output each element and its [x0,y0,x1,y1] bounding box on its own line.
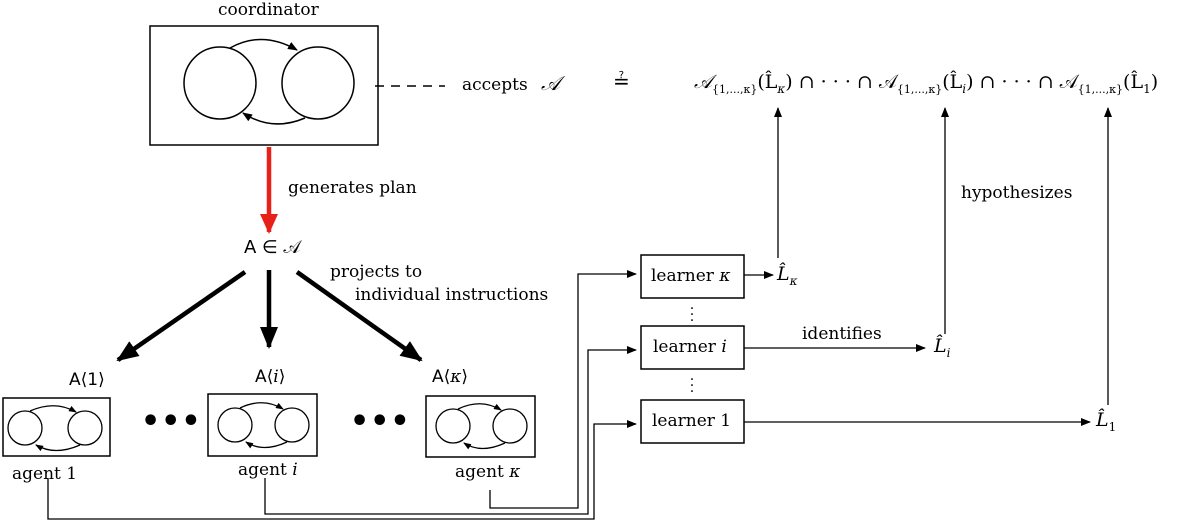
agent-label-1: agent 1 [12,464,78,484]
hypothesis-kappa-sub: κ [789,273,798,288]
instruction-label-i: A⟨i⟩ [255,367,285,387]
generates-plan-label: generates plan [288,178,417,198]
hypothesizes-label: hypothesizes [961,183,1073,203]
formula-close: ) [1150,71,1159,93]
hypothesis-i-sub: i [946,345,951,360]
hypothesis-i-symbol: L̂ [934,335,947,357]
hypothesis-kappa-symbol: L̂ [777,263,790,285]
instruction-kappa-close: ⟩ [461,367,469,387]
hypothesis-1: L̂1 [1096,410,1116,437]
instruction-kappa-prefix: A⟨ [432,367,451,387]
hypothesis-kappa: L̂κ [777,264,798,291]
accepts-label: accepts [462,75,528,95]
instruction-label-kappa: A⟨κ⟩ [432,367,468,387]
agent-i-var: i [292,460,298,480]
agent-i-prefix: agent [238,460,293,480]
query-equals-symbol: ≟ [613,69,630,93]
identifies-label: identifies [802,324,882,344]
formula-cap-1: ) ∩ · · · ∩ 𝒜 [785,71,897,93]
formula-set-kappa: 𝒜 [694,71,712,93]
instruction-kappa-var: κ [450,367,462,387]
instruction-i-close: ⟩ [278,367,286,387]
agent-kappa-box [425,395,536,458]
project-arrow-1 [116,270,247,362]
formula-arg-i-sub: i [962,81,967,96]
learner-kappa-box [640,254,745,299]
learners-vdots-bottom: ··· [689,372,695,400]
formula-index-kappa: {1,...,κ} [711,82,758,96]
learner-i-prefix: learner [653,337,722,357]
learner-label-i: learner i [653,337,727,357]
formula-arg-i: (L̂ [942,71,963,93]
projects-label-line2: individual instructions [355,285,549,305]
formula-index-1: {1,...,κ} [1077,82,1124,96]
agent-1-box [2,397,111,457]
hypothesis-i: L̂i [934,336,950,363]
formula-arg-1: (L̂ [1123,71,1144,93]
acceptance-formula: 𝒜{1,...,κ}(L̂κ) ∩ · · · ∩ 𝒜{1,...,κ}(L̂i… [694,72,1158,100]
learner-kappa-prefix: learner [651,266,720,286]
agent-kappa-prefix: agent [455,462,510,482]
learners-vdots-top: ··· [689,301,695,329]
learner-label-kappa: learner κ [651,266,730,286]
plan-label: A ∈ 𝒜 [244,237,301,258]
learner-i-var: i [721,337,727,357]
instruction-i-prefix: A⟨ [255,367,274,387]
formula-index-i: {1,...,κ} [896,82,943,96]
agent-automata [7,402,528,452]
agents-ellipsis-left: ••• [141,404,202,439]
hypothesis-1-sub: 1 [1108,419,1117,434]
projects-label-line1: projects to [330,262,423,282]
agent-label-kappa: agent κ [455,462,520,482]
accepted-set-symbol: 𝒜 [541,71,560,95]
hypothesis-1-symbol: L̂ [1096,409,1109,431]
coordinator-automaton [183,38,355,125]
agent-label-i: agent i [238,460,298,480]
agent-i-box [207,393,318,457]
agent-to-learner-wires [47,270,637,520]
formula-arg-kappa-sub: κ [777,81,786,96]
instruction-label-1: A⟨1⟩ [69,370,105,390]
coordinator-title: coordinator [218,0,319,20]
instruction-i-var: i [273,367,279,387]
learner-kappa-var: κ [719,266,731,286]
project-arrow-kappa [295,270,423,362]
learner-label-1: learner 1 [652,411,732,431]
formula-cap-2: ) ∩ · · · ∩ 𝒜 [966,71,1078,93]
agent-kappa-var: κ [509,462,521,482]
formula-arg-1-sub: 1 [1143,81,1151,96]
agents-ellipsis-right: ••• [350,404,411,439]
formula-arg-kappa: (L̂ [757,71,778,93]
